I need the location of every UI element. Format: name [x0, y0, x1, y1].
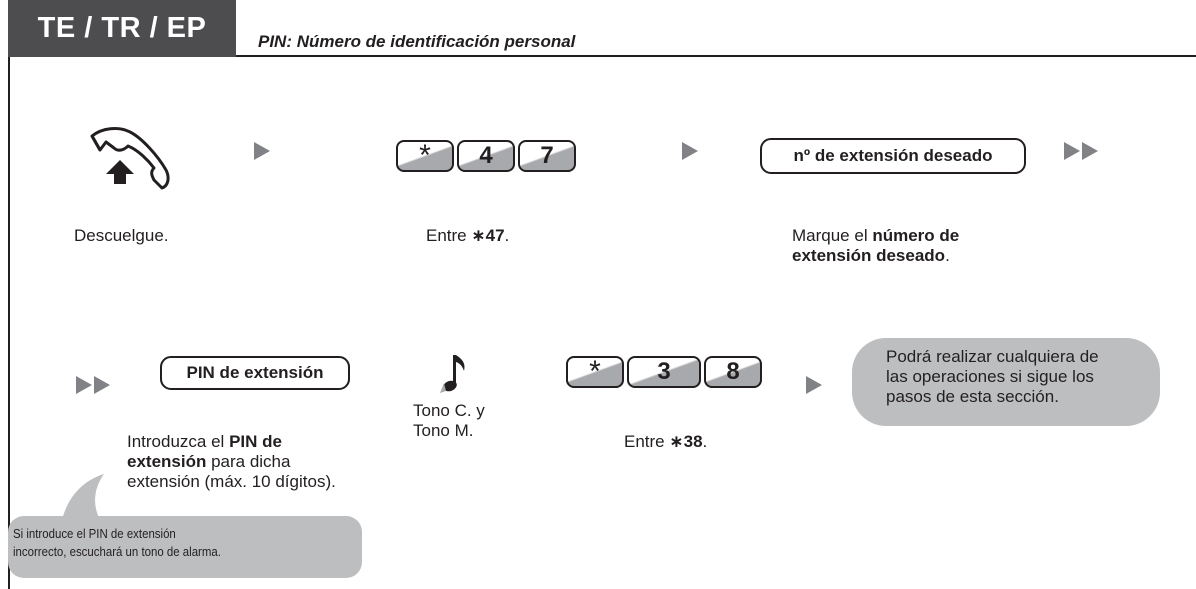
desired-extension-button: nº de extensión deseado: [760, 138, 1026, 174]
dial-extension-instruction: Marque el número de extensión deseado.: [792, 226, 960, 265]
digit-key-4: 4: [457, 140, 515, 172]
left-rule: [8, 0, 10, 589]
enter-code-instruction: Entre ∗38.: [624, 432, 708, 451]
digit-key-3: 3: [627, 356, 701, 388]
result-bubble: Podrá realizar cualquiera de las operaci…: [852, 338, 1160, 426]
continue-arrow: [76, 376, 110, 394]
tone-description: Tono C. y Tono M.: [413, 401, 485, 440]
continue-arrow: [1064, 142, 1098, 160]
page-subtitle: PIN: Número de identificación personal: [258, 32, 576, 51]
digit-key-7: 7: [518, 140, 576, 172]
star-key: *: [396, 139, 454, 172]
off-hook-instruction: Descuelgue.: [74, 226, 169, 245]
model-tab: TE / TR / EP: [8, 0, 236, 57]
next-step-arrow: [254, 142, 270, 160]
pin-instruction: Introduzca el PIN de extensión para dich…: [127, 432, 336, 491]
incorrect-pin-note: Si introduce el PIN de extensión incorre…: [8, 516, 362, 578]
digit-key-8: 8: [704, 356, 762, 388]
extension-pin-button: PIN de extensión: [160, 356, 350, 390]
header-rule: [8, 55, 1196, 57]
music-note-icon: [440, 355, 465, 393]
off-hook-handset-icon: [90, 127, 170, 190]
enter-code-instruction: Entre ∗47.: [426, 226, 510, 245]
note-bubble-tail: [62, 474, 104, 520]
next-step-arrow: [682, 142, 698, 160]
next-step-arrow: [806, 376, 822, 394]
star-key: *: [566, 355, 624, 388]
